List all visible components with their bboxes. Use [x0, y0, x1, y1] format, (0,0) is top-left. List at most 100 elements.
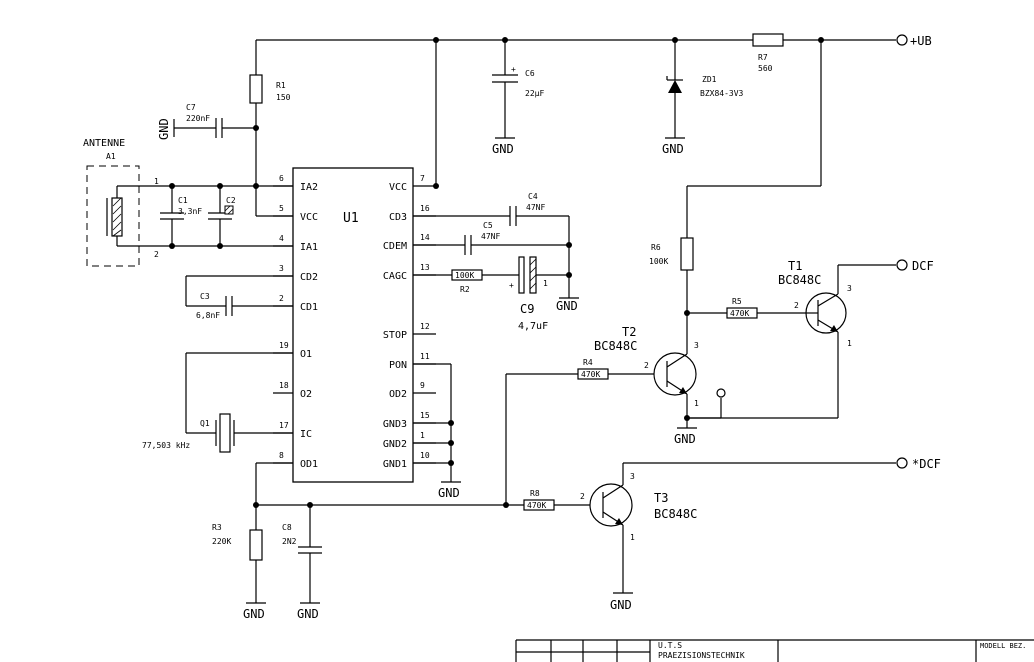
supply-rail	[255, 37, 896, 186]
ic-left-pin-num: 4	[279, 234, 284, 243]
t2-ref: T2	[622, 325, 636, 339]
ic-right-pin-num: 7	[420, 174, 425, 183]
r3-ref: R3	[212, 523, 222, 532]
ic-left-pin-name: IA1	[300, 242, 318, 253]
ic-left-pin-name: OD1	[300, 459, 318, 470]
capacitor-c6: + C6 22μF GND	[492, 40, 544, 156]
resistor-r7: R7 560	[752, 33, 784, 73]
gnd-zd1: GND	[662, 142, 684, 156]
transistor-t2: 470K R4 T2 BC848C 2 3 1 GND	[506, 325, 726, 446]
ic-right-pin-name: GND3	[383, 419, 407, 430]
gnd-t2: GND	[674, 432, 696, 446]
ic-right-pin-name: OD2	[389, 389, 407, 400]
c4-value: 47NF	[526, 203, 545, 212]
ic-right-pin-num: 15	[420, 411, 430, 420]
ic-left-pin-num: 8	[279, 451, 284, 460]
r4-value: 470K	[581, 370, 600, 379]
gnd-c8: GND	[297, 607, 319, 621]
ic-right-pin-num: 14	[420, 233, 430, 242]
ic-right-pin-num: 16	[420, 204, 430, 213]
capacitor-c9: + 1 C9 4,7uF GND	[509, 256, 579, 332]
r7-value: 560	[758, 64, 773, 73]
r1-value: 150	[276, 93, 291, 102]
ic-left-pin-name: O2	[300, 389, 312, 400]
resistor-r6: R6 100K	[649, 40, 822, 354]
c9-pin: 1	[543, 279, 548, 288]
gnd-t3: GND	[610, 598, 632, 612]
c2-ref: C2	[226, 196, 236, 205]
ic-u1: U1 6IA25VCC4IA13CD22CD119O118O217IC8OD1 …	[273, 167, 436, 483]
r1-ref: R1	[276, 81, 286, 90]
ic-ref: U1	[343, 211, 359, 226]
c9-value: 4,7uF	[518, 321, 548, 332]
ic-left-pin-name: IA2	[300, 182, 318, 193]
ic-right-pins: 7VCC16CD314CDEM13CAGC12STOP11PON9OD215GN…	[383, 174, 436, 470]
r4-ref: R4	[583, 358, 593, 367]
c9-plus: +	[509, 281, 514, 290]
antenna-pin2: 2	[154, 250, 159, 259]
c7-value: 220nF	[186, 114, 210, 123]
ic-right-pin-num: 13	[420, 263, 430, 272]
ic-left-pin-num: 17	[279, 421, 289, 430]
transistor-t1: T1 BC848C 2 3 1	[687, 259, 896, 419]
r5-ref: R5	[732, 297, 742, 306]
port-ndcf-label: *DCF	[912, 457, 941, 471]
r2-ref: R2	[460, 285, 470, 294]
crystal-q1: Q1 77,503 kHz	[142, 352, 293, 453]
c1-value: 3,3nF	[178, 207, 202, 216]
t3-ref: T3	[654, 491, 668, 505]
ic-right-pin-num: 11	[420, 352, 430, 361]
ic-left-pin-name: O1	[300, 349, 312, 360]
port-dcf: DCF	[896, 259, 934, 273]
t3-type: BC848C	[654, 507, 697, 521]
t1-c: 3	[847, 284, 852, 293]
port-dcf-label: DCF	[912, 259, 934, 273]
ic-right-pin-num: 10	[420, 451, 430, 460]
t3-b: 2	[580, 492, 585, 501]
c7-ref: C7	[186, 103, 196, 112]
capacitor-c8: C8 2N2 GND	[282, 505, 322, 621]
ic-right-pin-name: STOP	[383, 330, 407, 341]
gnd-c9: GND	[556, 299, 578, 313]
ic-right-pin-name: PON	[389, 360, 407, 371]
t2-c: 3	[694, 341, 699, 350]
c8-value: 2N2	[282, 537, 297, 546]
port-ub: +UB	[896, 34, 932, 48]
t3-c: 3	[630, 472, 635, 481]
ic-left-pin-num: 3	[279, 264, 284, 273]
r7-ref: R7	[758, 53, 768, 62]
c6-ref: C6	[525, 69, 535, 78]
ic-left-pin-num: 19	[279, 341, 289, 350]
c9-ref: C9	[520, 302, 534, 316]
antenna-title: ANTENNE	[83, 138, 125, 149]
port-ndcf: *DCF	[896, 457, 941, 471]
ic-right-pin-name: CD3	[389, 212, 407, 223]
c5-ref: C5	[483, 221, 493, 230]
r8-value: 470K	[527, 501, 546, 510]
capacitor-c2: C2	[208, 186, 236, 246]
ic-left-pin-name: CD2	[300, 272, 318, 283]
c3-value: 6,8nF	[196, 311, 220, 320]
ic-right-pin-name: CAGC	[383, 271, 407, 282]
resistor-r1: R1 150	[249, 74, 291, 216]
capacitor-c4: C4 47NF	[413, 192, 570, 298]
t2-e: 1	[694, 399, 699, 408]
transistor-t3: 470K R8 T3 BC848C 2 3 1 GND	[523, 462, 896, 612]
c6-plus: +	[511, 65, 516, 74]
r6-ref: R6	[651, 243, 661, 252]
tb-company-1: U.T.S	[658, 641, 682, 650]
port-ub-label: +UB	[910, 34, 932, 48]
c5-value: 47NF	[481, 232, 500, 241]
antenna-pin1: 1	[154, 177, 159, 186]
c6-value: 22μF	[525, 89, 544, 98]
c1-ref: C1	[178, 196, 188, 205]
zener-zd1: ZD1 BZX84-3V3 GND	[662, 40, 744, 156]
ic-left-pin-name: IC	[300, 429, 312, 440]
c8-ref: C8	[282, 523, 292, 532]
r5-value: 470K	[730, 309, 749, 318]
ic-right-pin-num: 9	[420, 381, 425, 390]
ic-right-pin-name: GND2	[383, 439, 407, 450]
r2-value: 100K	[455, 271, 474, 280]
antenna-wires	[117, 183, 293, 249]
